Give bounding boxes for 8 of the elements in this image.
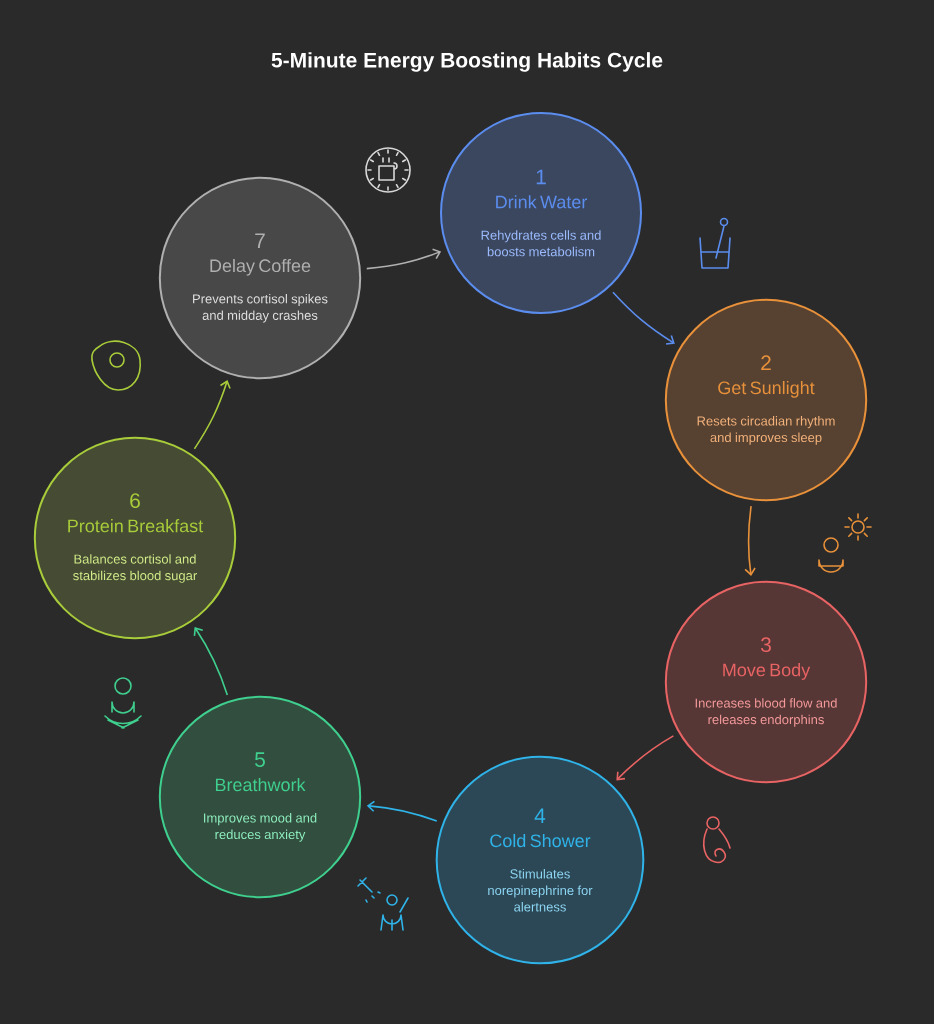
arrow	[193, 627, 229, 696]
arrow	[612, 291, 675, 345]
arrow	[193, 380, 231, 450]
arrow	[365, 248, 442, 270]
arrow	[616, 735, 675, 781]
arrow	[366, 800, 438, 822]
arrow	[744, 505, 756, 576]
title: 5-Minute Energy Boosting Habits Cycle	[271, 52, 663, 72]
